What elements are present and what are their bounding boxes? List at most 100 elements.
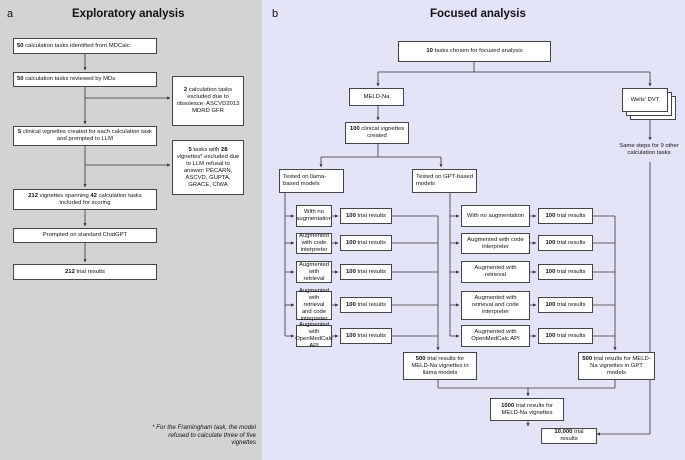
clinical-vignette-count: 100 (349, 126, 360, 132)
box-spanning: 212 vignettes spanning 42 calculation ta… (13, 189, 157, 210)
box-prompted: Prompted on standard ChatGPT (13, 228, 157, 243)
final-count: 10,000 (554, 429, 573, 435)
box-wells-dvt: Wells' DVT (622, 88, 668, 112)
trial-count: 100 (346, 332, 356, 339)
wells-dvt-label: Wells' DVT (630, 96, 660, 103)
method-label: With no augmentation (296, 209, 332, 222)
llama-trial-results: 100 trial results (340, 297, 392, 313)
focused-task-count: 10 (426, 48, 433, 54)
clinical-vignette-text: clinical vignettes created (359, 126, 405, 139)
box-gpt-models: Tested on GPT-based models (412, 169, 477, 193)
box-clinical-vignettes: 100 clinical vignettes created (345, 122, 409, 144)
llama-method-openmedcalc: Augmented with OpenMedCalc API (295, 322, 333, 349)
box-llama-summary: 500 trial results for MELD-Na vignettes … (403, 352, 477, 380)
spanning-vignette-count: 212 (28, 192, 38, 199)
spanning-text-b: calculation tasks included for scoring (59, 192, 142, 206)
excluded-task-count: 5 (188, 146, 192, 153)
gpt-method-code-interpreter: Augmented with code interpreter (461, 233, 530, 254)
gpt-trial-results: 100 trial results (538, 264, 593, 280)
trial-count: 100 (346, 268, 356, 275)
trial-text: trial results (355, 268, 386, 275)
llama-summary-count: 500 (415, 355, 426, 362)
box-final-results: 10,000 trial results (541, 428, 597, 444)
llama-summary-text: trial results for MELD-Na vignettes in l… (411, 355, 469, 376)
reviewed-text: calculation tasks reviewed by MDs (23, 76, 116, 82)
trial-count: 100 (545, 332, 556, 339)
spanning-task-count: 42 (90, 192, 97, 199)
trial-text: trial results (355, 332, 386, 339)
llama-method-retrieval: Augmented with retrieval (296, 261, 332, 283)
meld-na-label: MELD-Na (363, 93, 390, 100)
box-llama-models: Tested on llama-based models (279, 169, 344, 193)
box-identified: 50 calculation tasks identified from MDC… (13, 38, 157, 54)
identified-count: 50 (17, 42, 24, 49)
gpt-method-no-augmentation: With no augmentation (461, 205, 530, 227)
gpt-trial-results: 100 trial results (538, 297, 593, 313)
reviewed-count: 50 (17, 76, 24, 82)
panel-a-title: Exploratory analysis (72, 8, 185, 20)
final-text: trial results (560, 429, 584, 442)
gpt-method-retrieval: Augmented with retrieval (461, 261, 530, 283)
box-gpt-summary: 500 trial results for MELD-Na vignettes … (578, 352, 655, 380)
trial-count: 100 (545, 212, 556, 219)
method-label: With no augmentation (466, 212, 525, 219)
meld-summary-count: 1000 (501, 402, 515, 409)
box-reviewed: 50 calculation tasks reviewed by MDs (13, 72, 157, 87)
trial-count: 100 (346, 212, 356, 219)
prompted-text: Prompted on standard ChatGPT (42, 232, 128, 238)
panel-focused (262, 0, 685, 460)
vignettes-created-count: 5 (18, 129, 22, 135)
trial-text: trial results (555, 239, 586, 246)
trial-count: 100 (346, 239, 356, 246)
method-label: Augmented with retrieval and code interp… (298, 288, 330, 322)
box-meld-na: MELD-Na (349, 88, 404, 106)
method-label: Augmented with retrieval and code interp… (472, 295, 519, 315)
gpt-models-label: Tested on GPT-based models (416, 174, 473, 187)
llama-trial-results: 100 trial results (340, 208, 392, 224)
gpt-trial-results: 100 trial results (538, 235, 593, 251)
results-count: 212 (65, 268, 75, 275)
trial-text: trial results (555, 332, 586, 339)
panel-a-letter: a (7, 8, 14, 20)
box-results: 212 trial results (13, 264, 157, 280)
gpt-summary-count: 500 (582, 355, 593, 362)
gpt-summary-text: trial results for MELD-Na vignettes in G… (590, 355, 651, 376)
gpt-trial-results: 100 trial results (538, 328, 593, 344)
box-meld-summary: 1000 trial results for MELD-Na vignettes (490, 398, 564, 421)
trial-count: 100 (545, 301, 556, 308)
method-label: Augmented with code interpreter (298, 233, 330, 253)
llama-method-retrieval-code: Augmented with retrieval and code interp… (296, 288, 332, 322)
trial-text: trial results (555, 268, 586, 275)
method-label: Augmented with retrieval (474, 265, 517, 278)
method-label: Augmented with retrieval (298, 261, 330, 282)
box-excluded-refusal: 5 tasks with 28 vignettes* excluded due … (172, 140, 244, 195)
panel-b-title: Focused analysis (430, 8, 526, 20)
footnote: * For the Framingham task, the model ref… (152, 424, 256, 447)
trial-text: trial results (355, 239, 386, 246)
llama-method-no-augmentation: With no augmentation (296, 205, 332, 227)
method-label: Augmented with code interpreter (467, 236, 524, 250)
llama-method-code-interpreter: Augmented with code interpreter (296, 233, 332, 254)
method-label: Augmented with OpenMedCalc API (295, 322, 333, 349)
method-label: Augmented with OpenMedCalc API (471, 329, 520, 342)
llama-trial-results: 100 trial results (340, 328, 392, 344)
trial-count: 100 (346, 301, 356, 308)
llama-models-label: Tested on llama-based models (283, 174, 327, 187)
box-focused-tasks: 10 tasks chosen for focused analysis (398, 41, 551, 62)
llama-trial-results: 100 trial results (340, 235, 392, 251)
identified-text: calculation tasks identified from MDCalc (23, 42, 130, 49)
excluded-vignette-count: 28 (220, 146, 228, 153)
gpt-method-retrieval-code: Augmented with retrieval and code interp… (461, 291, 530, 320)
excluded-obsolete-text: calculation tasks excluded due to obsole… (176, 87, 240, 114)
excluded-refusal-text-a: tasks with (191, 146, 221, 153)
results-text: trial results (74, 268, 105, 275)
panel-b-letter: b (272, 8, 279, 20)
trial-count: 100 (545, 239, 556, 246)
trial-text: trial results (355, 301, 386, 308)
spanning-text-a: vignettes spanning (38, 192, 91, 199)
box-vignettes-created: 5 clinical vignettes created for each ca… (13, 126, 157, 146)
trial-count: 100 (545, 268, 556, 275)
trial-text: trial results (555, 212, 586, 219)
gpt-trial-results: 100 trial results (538, 208, 593, 224)
